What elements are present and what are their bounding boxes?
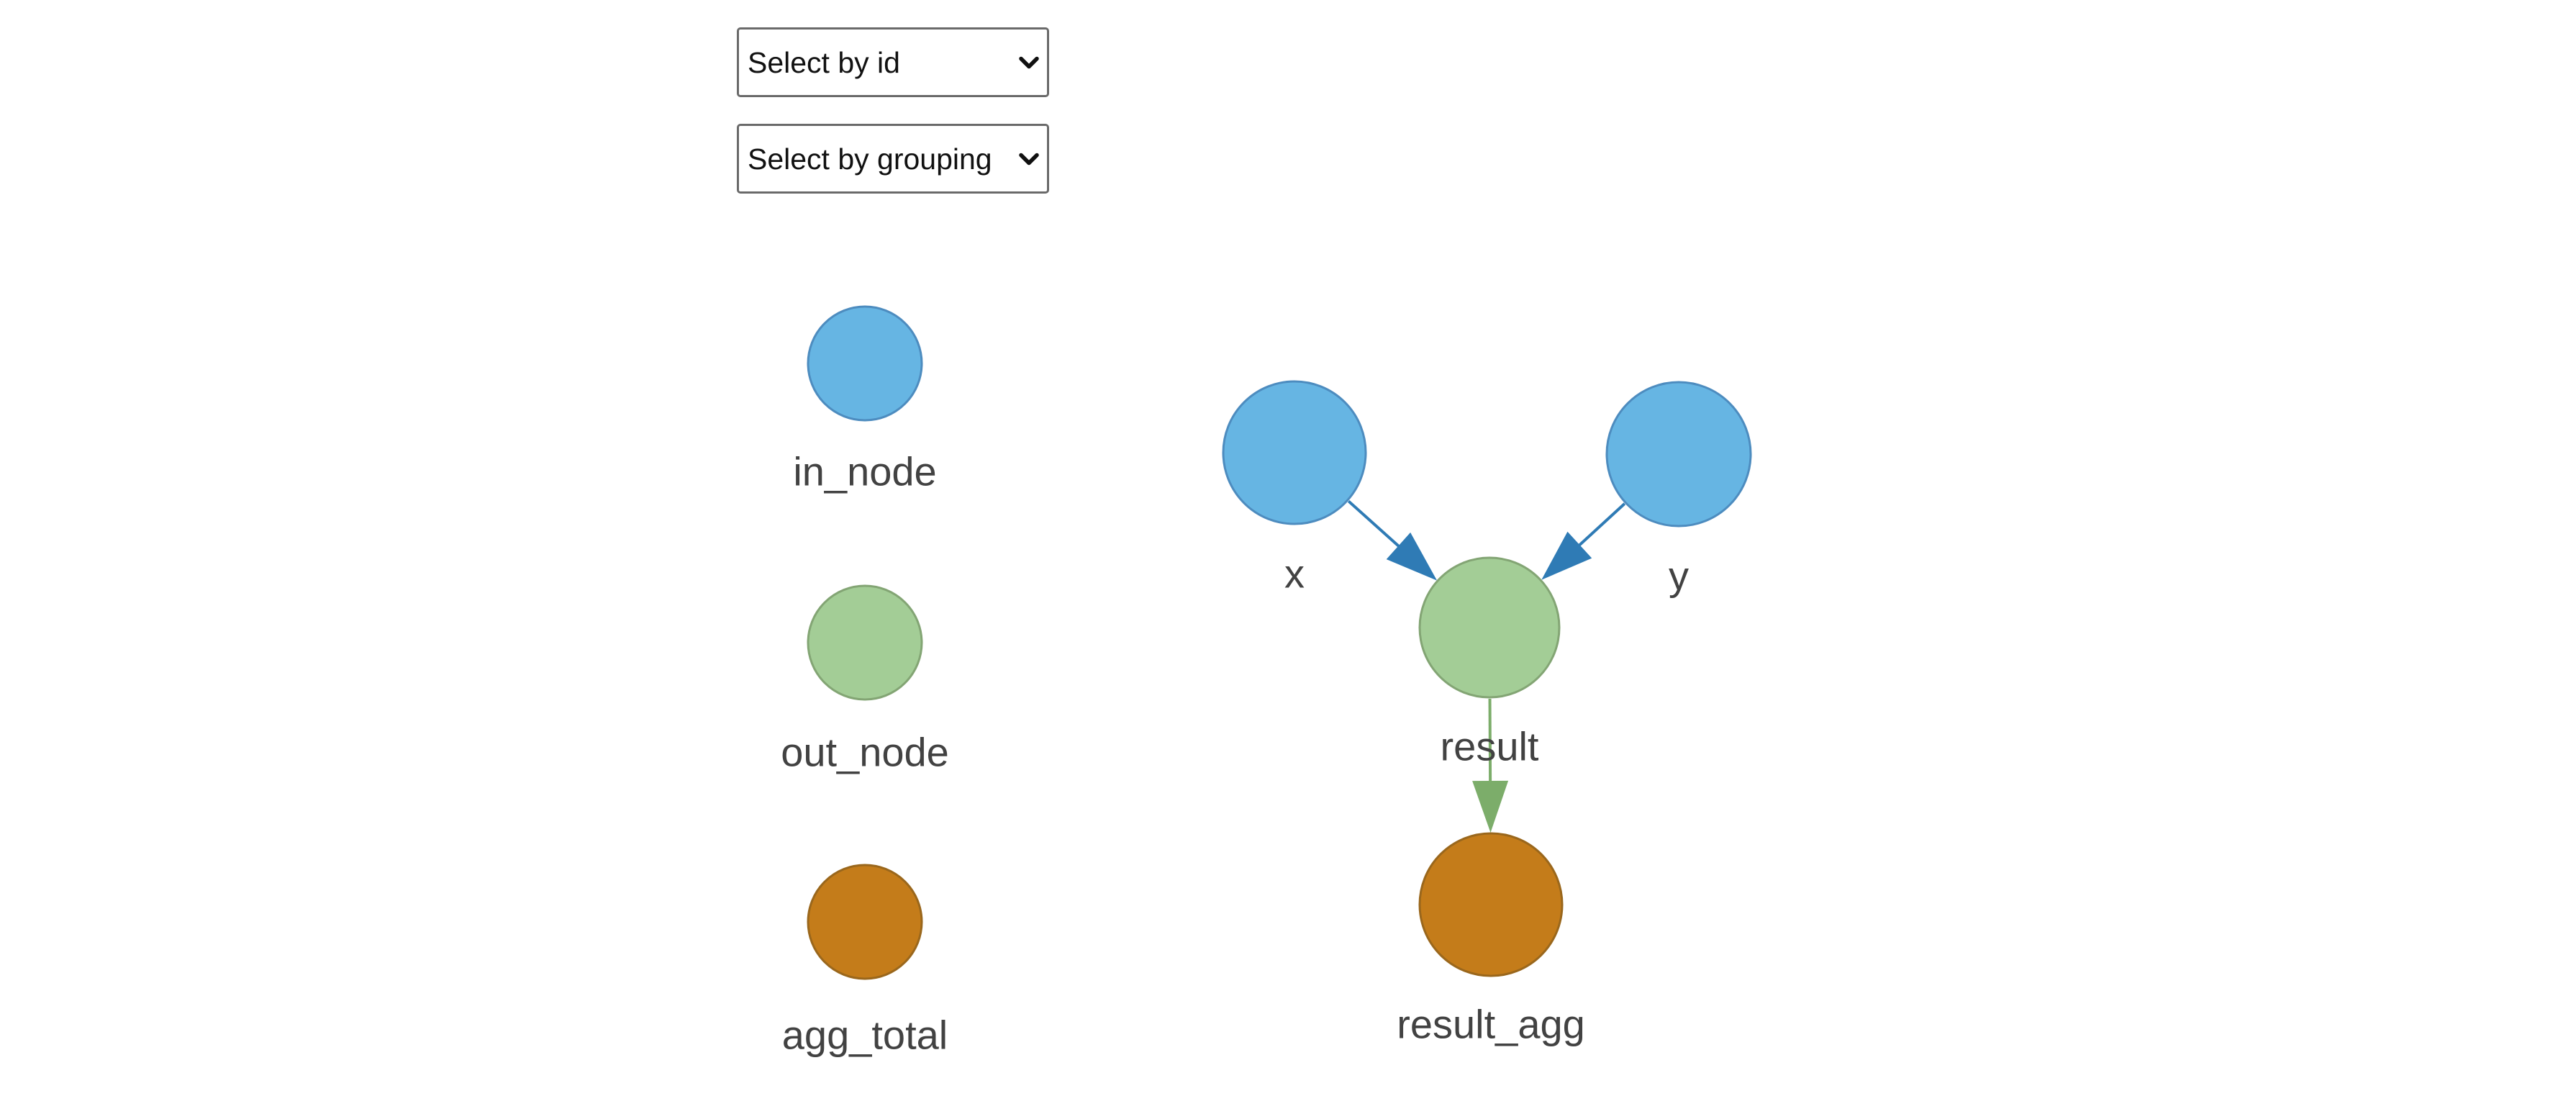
graph-nodes	[1222, 380, 1752, 977]
graph-node-y[interactable]	[1605, 381, 1752, 528]
graph-node-label-y: y	[1669, 553, 1689, 599]
graph-edge-y-result	[1541, 502, 1626, 580]
edge-line	[1347, 499, 1404, 551]
graph-node-x[interactable]	[1222, 380, 1367, 525]
legend-swatch-out_node	[807, 584, 923, 701]
graph-node-label-result_agg: result_agg	[1397, 1002, 1585, 1047]
graph-node-label-result: result	[1441, 724, 1539, 769]
graph-node-label-x: x	[1284, 551, 1305, 597]
legend-label-in_node: in_node	[793, 449, 936, 494]
legend-label-agg_total: agg_total	[782, 1013, 948, 1058]
edge-arrowhead-icon	[1541, 531, 1592, 580]
select-by-id[interactable]: Select by id	[737, 27, 1049, 97]
graph-edges	[1347, 499, 1626, 833]
select-by-grouping-wrap: Select by grouping	[737, 124, 1049, 194]
legend-swatch-in_node	[807, 305, 923, 422]
legend-label-out_node: out_node	[781, 730, 949, 775]
edge-arrowhead-icon	[1386, 532, 1438, 581]
legend-swatch-agg_total	[807, 864, 923, 980]
graph-node-result[interactable]	[1418, 556, 1561, 699]
select-by-grouping[interactable]: Select by grouping	[737, 124, 1049, 194]
graph-node-labels: x y result result_agg	[1284, 551, 1689, 1047]
edge-line	[1574, 502, 1626, 551]
graph-node-result_agg[interactable]	[1418, 832, 1564, 977]
graph-edge-result-result_agg	[1472, 698, 1509, 833]
edge-line	[1488, 698, 1492, 787]
select-by-id-wrap: Select by id	[737, 27, 1049, 97]
edge-arrowhead-icon	[1472, 780, 1509, 833]
legend: in_node out_node agg_total	[781, 305, 949, 1058]
graph-edge-x-result	[1347, 499, 1438, 581]
